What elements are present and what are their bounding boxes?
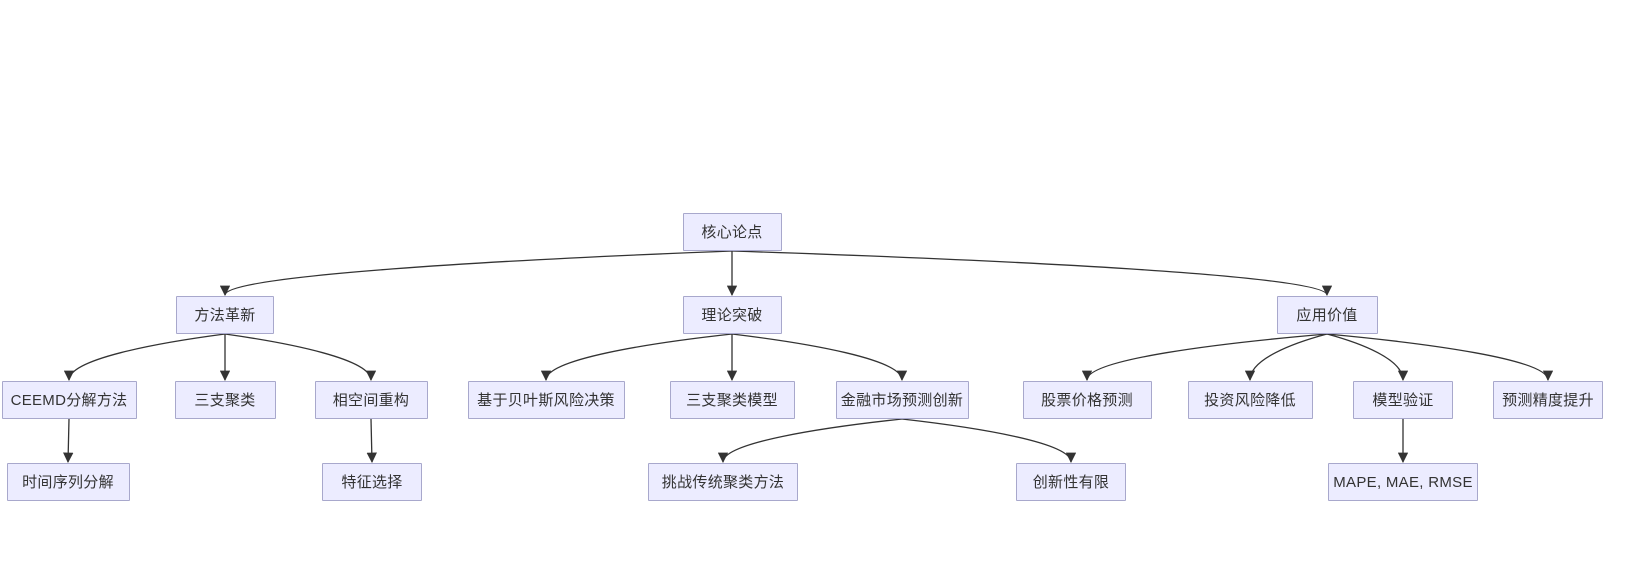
diagram-node-feature-selection: 特征选择 bbox=[322, 463, 422, 501]
edge-financial-innovation-to-challenge-traditional bbox=[717, 418, 903, 464]
diagram-node-time-series: 时间序列分解 bbox=[6, 463, 130, 501]
edge-ceemd-to-time-series bbox=[63, 418, 74, 464]
diagram-node-phase-space: 相空间重构 bbox=[314, 381, 428, 419]
diagram-node-model-validation: 模型验证 bbox=[1353, 381, 1453, 419]
edge-method-to-phase-space bbox=[224, 333, 377, 382]
diagram-node-metrics: MAPE, MAE, RMSE bbox=[1328, 463, 1478, 501]
edge-phase-space-to-feature-selection bbox=[366, 418, 377, 464]
diagram-node-theory: 理论突破 bbox=[682, 296, 782, 334]
diagram-node-ceemd: CEEMD分解方法 bbox=[1, 381, 137, 419]
diagram-node-method: 方法革新 bbox=[176, 296, 274, 334]
diagram-node-bayes-risk: 基于贝叶斯风险决策 bbox=[467, 381, 625, 419]
edge-theory-to-financial-innovation bbox=[731, 333, 908, 382]
edge-theory-to-bayes-risk bbox=[540, 333, 733, 382]
diagram-node-risk-reduction: 投资风险降低 bbox=[1187, 381, 1313, 419]
diagram-node-financial-innovation: 金融市场预测创新 bbox=[835, 381, 969, 419]
diagram-node-application: 应用价值 bbox=[1276, 296, 1378, 334]
edge-financial-innovation-to-limited-novelty bbox=[901, 418, 1077, 464]
edge-application-to-risk-reduction bbox=[1244, 333, 1328, 382]
diagram-node-challenge-traditional: 挑战传统聚类方法 bbox=[648, 463, 798, 501]
edge-application-to-stock-prediction bbox=[1081, 333, 1328, 382]
edge-root-to-method bbox=[219, 250, 733, 297]
diagram-node-limited-novelty: 创新性有限 bbox=[1016, 463, 1126, 501]
edge-root-to-application bbox=[731, 250, 1333, 297]
edge-application-to-model-validation bbox=[1326, 333, 1409, 382]
diagram-node-stock-prediction: 股票价格预测 bbox=[1022, 381, 1152, 419]
edge-application-to-accuracy-improvement bbox=[1326, 333, 1554, 382]
diagram-node-three-way-clustering: 三支聚类 bbox=[174, 381, 276, 419]
diagram-node-accuracy-improvement: 预测精度提升 bbox=[1493, 381, 1603, 419]
edge-method-to-ceemd bbox=[63, 333, 226, 382]
diagram-node-root: 核心论点 bbox=[682, 213, 782, 251]
diagram-node-three-way-model: 三支聚类模型 bbox=[669, 381, 795, 419]
